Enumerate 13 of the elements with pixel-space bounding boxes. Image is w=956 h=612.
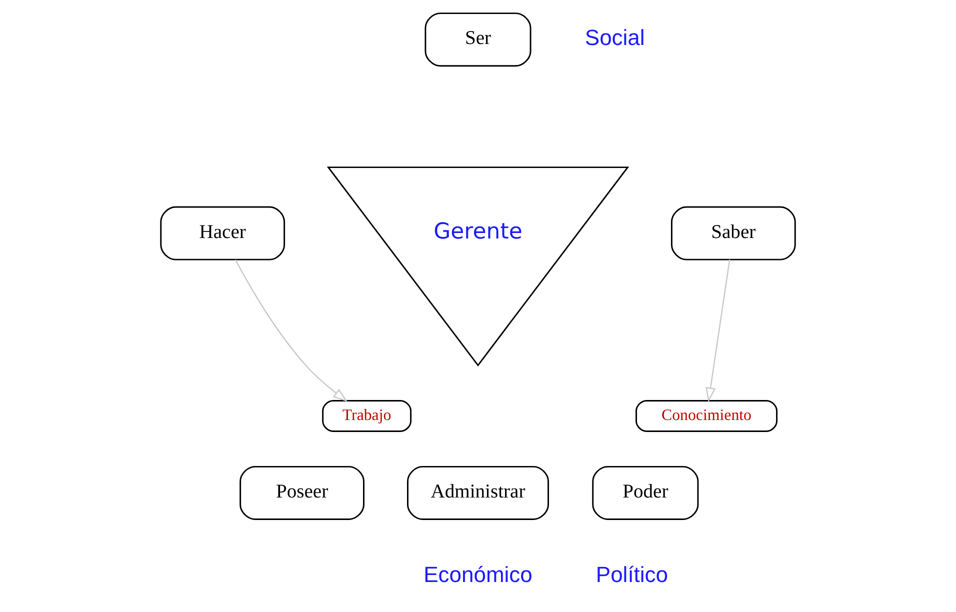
label: Económico xyxy=(424,562,532,588)
node-box: Poder xyxy=(592,466,699,520)
node-box: Trabajo xyxy=(322,400,412,432)
label: Social xyxy=(584,24,645,50)
node-box: Ser xyxy=(424,12,532,67)
node-box: Conocimiento xyxy=(636,400,778,432)
node-box: Administrar xyxy=(407,466,549,520)
arrow xyxy=(705,259,730,402)
arrow xyxy=(234,259,348,402)
node-box: Poseer xyxy=(240,466,364,520)
node-box: Hacer xyxy=(160,206,286,260)
label: Político xyxy=(596,562,668,588)
node-box: Saber xyxy=(670,206,796,260)
